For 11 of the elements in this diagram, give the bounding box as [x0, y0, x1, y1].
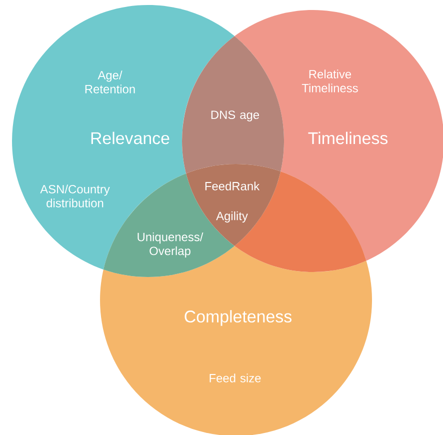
circle-item: ASN/Country distribution — [40, 184, 110, 208]
overlap-label: DNS age — [211, 110, 260, 122]
circle-title: Completeness — [184, 310, 292, 326]
circle-item: Feed size — [210, 374, 261, 382]
overlap-label: Uniqueness/ Overlap — [138, 232, 204, 258]
overlap-label: Agility — [216, 211, 248, 223]
overlap-label: FeedRank — [205, 182, 260, 190]
circle-item: Age/ Retention — [85, 70, 135, 94]
circle-title: Timeliness — [308, 132, 388, 144]
circle-item: Relative Timeliness — [302, 70, 358, 92]
circle-title: Relevance — [91, 132, 170, 144]
